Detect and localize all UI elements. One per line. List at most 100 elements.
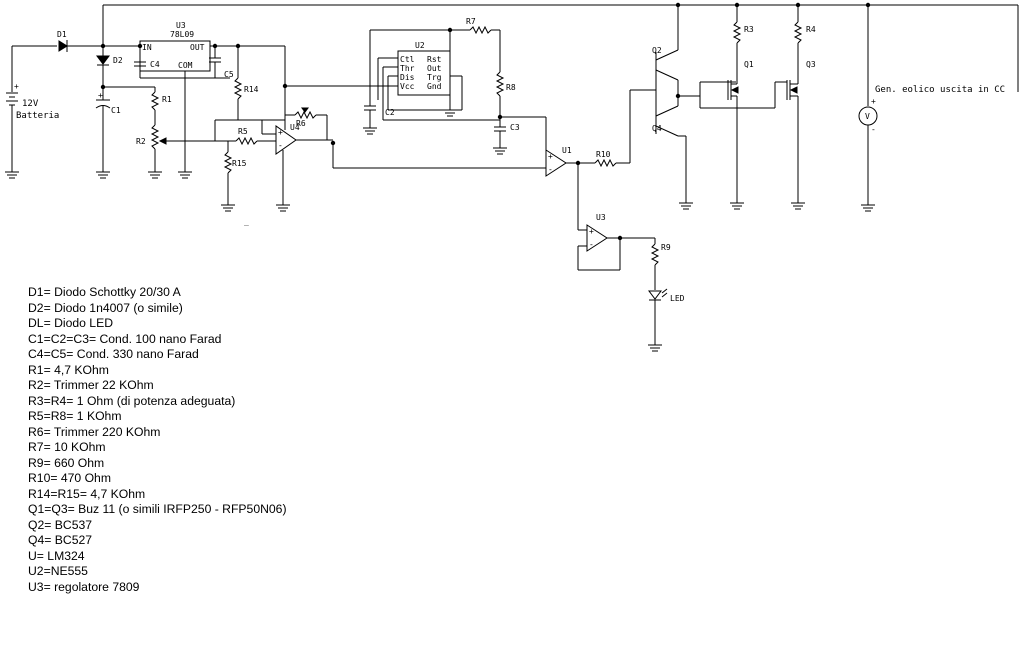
r8-label: R8 <box>506 83 516 92</box>
parts-list-item: Q2= BC537 <box>28 517 93 532</box>
capacitor-c2 <box>363 105 377 135</box>
u3-buffer-label: U3 <box>596 213 606 222</box>
u2-out-label: Out <box>427 64 442 73</box>
opamp-u3-buffer <box>577 224 655 271</box>
parts-list-item: Q1=Q3= Buz 11 (o simili IRFP250 - RFP50N… <box>28 502 287 516</box>
u2-rst-label: Rst <box>427 55 442 64</box>
resistor-r3 <box>732 5 742 65</box>
resistor-r8 <box>495 71 505 122</box>
transistor-q4 <box>655 96 693 210</box>
u1-plus: + <box>548 152 553 161</box>
timer-u2 <box>397 50 451 96</box>
c1-plus: + <box>98 91 103 100</box>
parts-list-item: C4=C5= Cond. 330 nano Farad <box>28 347 199 361</box>
resistor-r10 <box>594 89 656 168</box>
resistor-r14 <box>233 46 243 120</box>
timer-wiring <box>369 29 500 121</box>
r14-label: R14 <box>244 85 259 94</box>
d2-label: D2 <box>113 56 123 65</box>
u2-gnd-label: Gnd <box>427 82 442 91</box>
c2-label: C2 <box>385 108 395 117</box>
u2-thr-label: Thr <box>400 64 415 73</box>
u2-dis-label: Dis <box>400 73 415 82</box>
meter-minus: - <box>871 125 876 134</box>
r5-label: R5 <box>238 127 248 136</box>
led-label: LED <box>670 294 685 303</box>
generator-label: Gen. eolico uscita in CC <box>875 85 1005 95</box>
resistor-r1 <box>150 87 160 125</box>
diode-d1 <box>58 40 140 52</box>
mosfet-q3 <box>700 65 805 210</box>
r4-label: R4 <box>806 25 816 34</box>
battery-voltage-label: 12V <box>22 99 39 109</box>
led-dl <box>648 288 668 352</box>
c4-label: C4 <box>150 60 160 69</box>
parts-list-item: R7= 10 KOhm <box>28 440 106 454</box>
parts-list-item: R6= Trimmer 220 KOhm <box>28 424 161 439</box>
r10-label: R10 <box>596 150 611 159</box>
q4-label: Q4 <box>652 124 662 133</box>
c3-label: C3 <box>510 123 520 132</box>
trimmer-r2 <box>148 124 215 179</box>
battery <box>5 45 57 179</box>
parts-list-item: R3=R4= 1 Ohm (di potenza adeguata) <box>28 393 236 408</box>
opamp-u1 <box>545 149 595 231</box>
top-rail-wire <box>102 4 1019 92</box>
u3-ref-label: U3 <box>176 21 186 30</box>
diode-d2 <box>96 46 110 100</box>
u1-label: U1 <box>562 146 572 155</box>
r15-label: R15 <box>232 159 247 168</box>
u2-trg-label: Trg <box>427 73 442 82</box>
battery-plus: + <box>14 82 19 91</box>
trimmer-r6 <box>285 107 328 140</box>
parts-list-item: U3= regolatore 7809 <box>28 579 140 594</box>
u3-in-label: IN <box>142 43 152 52</box>
parts-list-item: C1=C2=C3= Cond. 100 nano Farad <box>28 331 222 346</box>
c1-label: C1 <box>111 106 121 115</box>
u4-label: U4 <box>290 123 300 132</box>
resistor-r5 <box>235 136 276 146</box>
mosfet-q1 <box>699 65 744 210</box>
r1-label: R1 <box>162 95 172 104</box>
opamp-u4 <box>261 86 333 212</box>
generator-meter <box>858 5 878 212</box>
r7-label: R7 <box>466 17 476 26</box>
parts-list-item: DL= Diodo LED <box>28 316 114 330</box>
parts-list: D1= Diodo Schottky 20/30 A D2= Diodo 1n4… <box>28 285 287 595</box>
resistor-r15 <box>221 141 235 212</box>
u2-ctl-label: Ctl <box>400 55 415 64</box>
u1-minus: - <box>548 165 553 174</box>
u2-label: U2 <box>415 41 425 50</box>
u4-minus: - <box>278 141 283 150</box>
resistor-r4 <box>793 5 803 65</box>
u3-com-label: COM <box>178 61 193 70</box>
parts-list-item: R2= Trimmer 22 KOhm <box>28 378 154 392</box>
parts-list-item: U= LM324 <box>28 548 85 563</box>
meter-plus: + <box>871 97 876 106</box>
resistor-r9 <box>650 238 660 290</box>
parts-list-item: Q4= BC527 <box>28 533 93 547</box>
parts-list-item: R10= 470 Ohm <box>28 471 111 485</box>
q3-label: Q3 <box>806 60 816 69</box>
u3-out-label: OUT <box>190 43 205 52</box>
u3-buffer-plus: + <box>589 227 594 236</box>
r2-label: R2 <box>136 137 146 146</box>
r6-label: R6 <box>296 119 306 128</box>
u3-buffer-minus: - <box>589 240 594 249</box>
parts-list-item: D2= Diodo 1n4007 (o simile) <box>28 300 183 315</box>
parts-list-item: R1= 4,7 KOhm <box>28 362 109 377</box>
resistor-r7 <box>450 25 501 72</box>
q1-label: Q1 <box>744 60 754 69</box>
u4-plus: + <box>278 128 283 137</box>
u2-vcc-label: Vcc <box>400 82 415 91</box>
stray-dash: _ <box>244 217 249 226</box>
meter-symbol: V <box>865 112 870 121</box>
parts-list-item: R9= 660 Ohm <box>28 455 105 470</box>
d1-label: D1 <box>57 30 67 39</box>
r9-label: R9 <box>661 243 671 252</box>
c5-label: C5 <box>224 70 234 79</box>
q2-label: Q2 <box>652 46 662 55</box>
parts-list-item: U2=NE555 <box>28 564 88 578</box>
parts-list-item: R5=R8= 1 KOhm <box>28 409 122 423</box>
